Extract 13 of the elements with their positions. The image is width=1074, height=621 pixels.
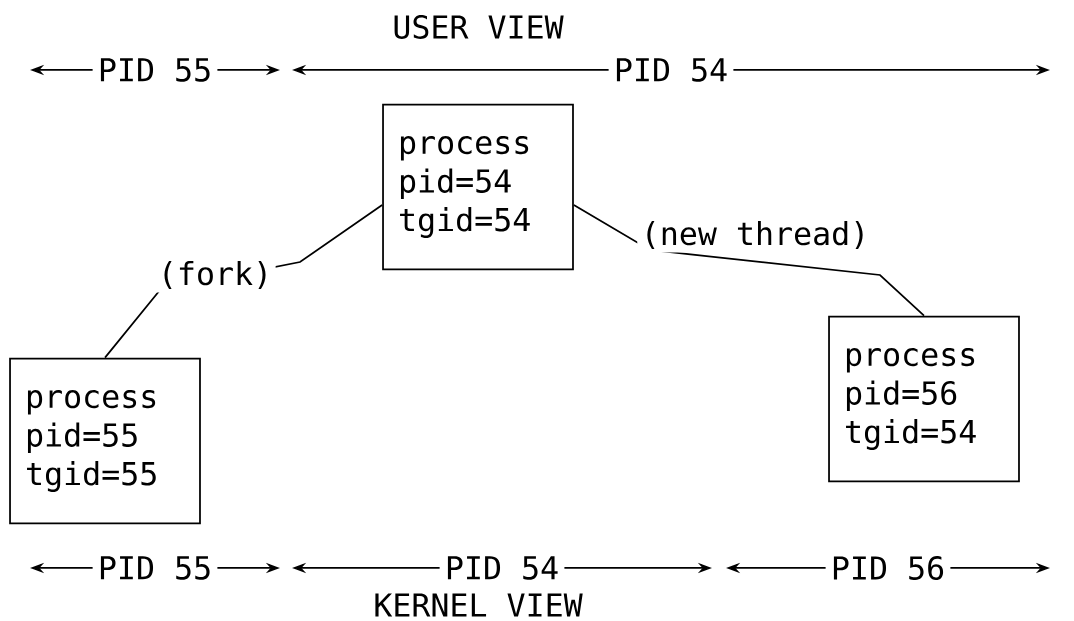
span-label: PID 56 — [825, 550, 951, 586]
edge-label: (new thread) — [637, 217, 873, 253]
edge-label: (fork) — [154, 257, 276, 293]
span-label: PID 54 — [608, 52, 734, 87]
view-title: KERNEL VIEW — [375, 593, 583, 617]
process-box: process pid=56 tgid=54 — [828, 315, 1020, 483]
process-box: process pid=55 tgid=55 — [9, 357, 201, 525]
span-label: PID 55 — [92, 52, 218, 87]
connector-line — [573, 204, 925, 317]
process-box: process pid=54 tgid=54 — [382, 103, 574, 271]
span-label: PID 54 — [439, 550, 565, 585]
view-title: USER VIEW — [394, 15, 564, 39]
span-label: PID 55 — [92, 550, 218, 585]
